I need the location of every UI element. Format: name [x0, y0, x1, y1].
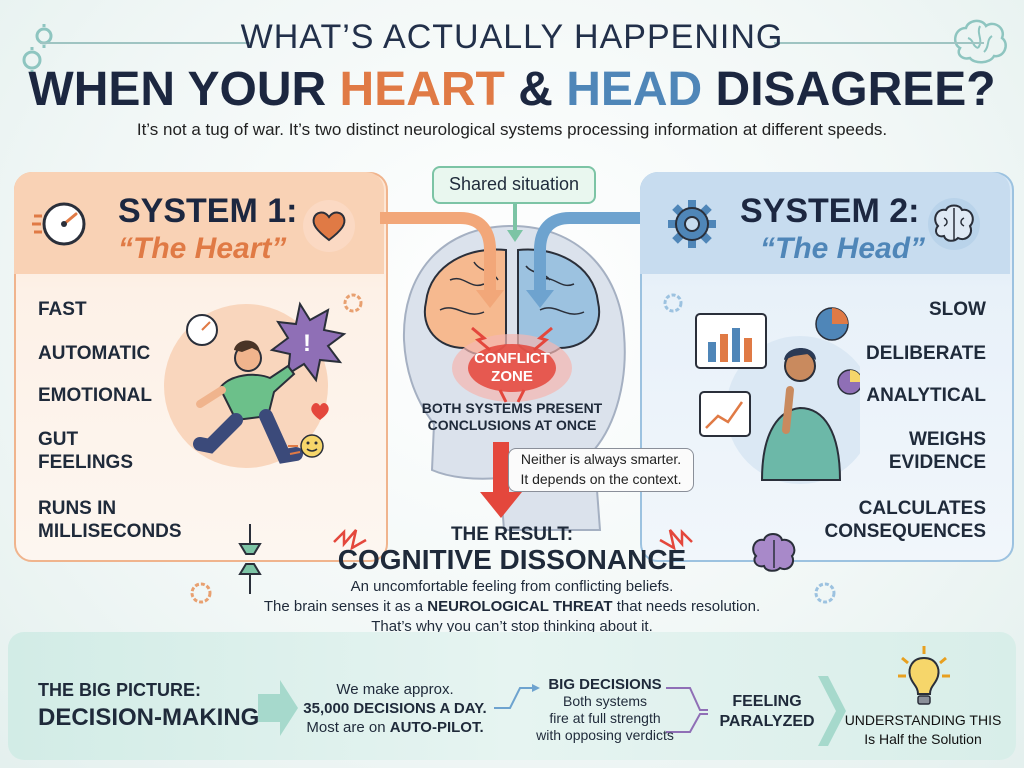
s2-trait-analytical: ANALYTICAL: [866, 385, 986, 406]
title-heart-word: HEART: [339, 63, 505, 116]
s1-trait-fast: FAST: [38, 299, 87, 320]
decision-making-label: DECISION-MAKING: [38, 704, 260, 731]
chevron-arrow: [818, 676, 846, 746]
conflict-line-1: CONFLICT: [474, 350, 550, 367]
flow-arrows: [380, 202, 640, 308]
s2-trait-evidence: EVIDENCE: [888, 452, 986, 473]
big-line-2: Both systems: [562, 693, 648, 709]
title-part-1: WHEN YOUR: [28, 63, 340, 116]
both-systems-present-label: BOTH SYSTEMS PRESENT CONCLUSIONS AT ONCE: [412, 400, 612, 434]
neither-smarter-note: Neither is always smarter. It depends on…: [508, 448, 694, 492]
present-line-2: CONCLUSIONS AT ONCE: [427, 417, 597, 433]
present-line-1: BOTH SYSTEMS PRESENT: [421, 400, 603, 416]
s1-trait-milliseconds: MILLISECONDS: [38, 521, 182, 542]
shared-situation-box: Shared situation: [432, 166, 596, 204]
chevron-arrow: [258, 680, 298, 736]
s2-trait-slow: SLOW: [929, 299, 986, 320]
result-line-2-end: that needs resolution.: [612, 598, 761, 615]
system1-title: SYSTEM 1:: [118, 192, 298, 230]
big-line-4: with opposing verdicts: [536, 727, 674, 743]
s1-trait-gut: GUT: [38, 429, 79, 450]
approx-line-2: 35,000 DECISIONS A DAY.: [303, 700, 487, 717]
feeling-paralyzed-block: FEELING PARALYZED: [712, 692, 822, 732]
system1-subtitle: “The Heart”: [118, 232, 287, 265]
big-decisions-title: BIG DECISIONS: [548, 676, 662, 693]
result-line-2-bold: NEUROLOGICAL THREAT: [427, 598, 613, 615]
lightbulb-icon: [898, 646, 950, 705]
result-label: THE RESULT:: [450, 524, 574, 545]
title-head-word: HEAD: [566, 63, 703, 116]
result-title: COGNITIVE DISSONANCE: [337, 544, 687, 575]
s2-trait-deliberate: DELIBERATE: [866, 343, 986, 364]
approx-decisions-block: We make approx. 35,000 DECISIONS A DAY. …: [300, 680, 490, 737]
s1-trait-feelings: FEELINGS: [38, 452, 134, 473]
conflict-line-2: ZONE: [491, 368, 533, 385]
approx-line-3-bold: AUTO-PILOT.: [389, 719, 484, 736]
title-line-2: WHEN YOUR HEART & HEAD DISAGREE?: [0, 62, 1024, 117]
understanding-line-1: UNDERSTANDING THIS: [844, 712, 1002, 728]
s1-trait-automatic: AUTOMATIC: [38, 343, 151, 364]
gear-icon: [668, 200, 716, 248]
svg-text:!: !: [303, 330, 311, 357]
system2-title: SYSTEM 2:: [740, 192, 920, 230]
approx-line-3-start: Most are on: [306, 719, 390, 736]
note-line-2: It depends on the context.: [520, 471, 682, 487]
approx-line-1: We make approx.: [336, 681, 454, 698]
title-amp: &: [504, 63, 567, 116]
big-picture-label: THE BIG PICTURE:: [38, 680, 202, 700]
note-line-1: Neither is always smarter.: [520, 451, 682, 467]
big-picture-band: [8, 632, 1016, 760]
understanding-block: UNDERSTANDING THIS Is Half the Solution: [838, 711, 1008, 749]
big-decisions-block: BIG DECISIONS Both systems fire at full …: [530, 676, 680, 744]
feeling-line-1: FEELING: [732, 693, 802, 710]
connector-arrows: [494, 684, 708, 733]
small-gear-icon: [343, 293, 363, 313]
big-line-3: fire at full strength: [549, 710, 661, 726]
system2-subtitle: “The Head”: [760, 232, 926, 265]
understanding-line-2: Is Half the Solution: [864, 731, 982, 747]
s2-trait-weighs: WEIGHS: [908, 429, 986, 450]
s2-trait-calculates: CALCULATES: [858, 498, 986, 519]
result-line-2-start: The brain senses it as a: [263, 598, 428, 615]
zigzag-icon: [333, 528, 367, 551]
title-line-1: WHAT’S ACTUALLY HAPPENING: [240, 18, 784, 56]
s2-trait-consequences: CONSEQUENCES: [824, 521, 986, 542]
conflict-zone-label: CONFLICT ZONE: [462, 350, 562, 386]
thinking-person-illustration: [695, 307, 860, 484]
running-person-illustration: !: [164, 301, 347, 468]
feeling-line-2: PARALYZED: [719, 713, 815, 730]
s1-trait-emotional: EMOTIONAL: [38, 385, 152, 406]
small-gear-icon: [814, 582, 836, 604]
zigzag-icon: [659, 528, 693, 551]
down-arrow: [480, 442, 522, 518]
s1-trait-runs-in: RUNS IN: [38, 498, 117, 519]
result-line-2: The brain senses it as a NEUROLOGICAL TH…: [262, 598, 762, 615]
small-gear-icon: [190, 582, 212, 604]
neuron-synapse-icon: [238, 524, 262, 594]
purple-brain-icon: [752, 533, 796, 572]
title-part-2: DISAGREE?: [702, 63, 996, 116]
result-line-3: That’s why you can’t stop thinking about…: [371, 618, 653, 635]
header-rule-left: [40, 42, 250, 44]
subtitle: It’s not a tug of war. It’s two distinct…: [136, 120, 888, 139]
heart-icon: [303, 200, 355, 252]
brain-icon: [928, 198, 980, 250]
result-line-1: An uncomfortable feeling from conflictin…: [350, 578, 674, 595]
header-rule-right: [774, 42, 984, 44]
small-gear-icon: [663, 293, 683, 313]
speedometer-icon: [32, 202, 86, 246]
